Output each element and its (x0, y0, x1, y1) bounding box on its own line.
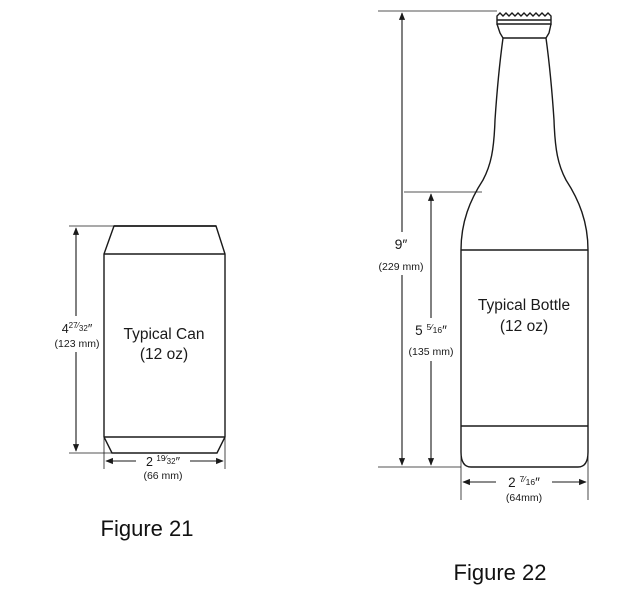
bottle-outline (460, 23, 589, 468)
figure-22-caption: Figure 22 (454, 560, 547, 585)
bottle-height-metric: (229 mm) (379, 261, 424, 273)
can-figure: 427⁄32″ (123 mm) Typical Can (12 oz) 2 1… (55, 225, 226, 541)
bottle-width-metric: (64mm) (506, 492, 542, 504)
bottle-label-name: Typical Bottle (478, 297, 570, 314)
can-height-label: 427⁄32″ (62, 321, 93, 336)
bottle-width-label: 2 7⁄16″ (508, 474, 540, 490)
can-width-label: 2 19⁄32″ (146, 454, 181, 469)
bottle-figure: 9″ (229 mm) 5 5⁄16″ (135 mm) Typical Bot… (378, 10, 589, 585)
can-outline (103, 225, 226, 454)
can-label-volume: (12 oz) (140, 346, 188, 363)
bottle-cap (496, 12, 552, 25)
can-width-metric: (66 mm) (143, 470, 182, 482)
bottle-height-label: 9″ (395, 236, 408, 252)
bottle-body-height-label: 5 5⁄16″ (415, 322, 447, 338)
can-height-metric: (123 mm) (55, 338, 100, 350)
bottle-body-height-metric: (135 mm) (409, 346, 454, 358)
bottle-label-volume: (12 oz) (500, 318, 548, 335)
can-label-name: Typical Can (124, 326, 205, 343)
figure-21-caption: Figure 21 (101, 516, 194, 541)
